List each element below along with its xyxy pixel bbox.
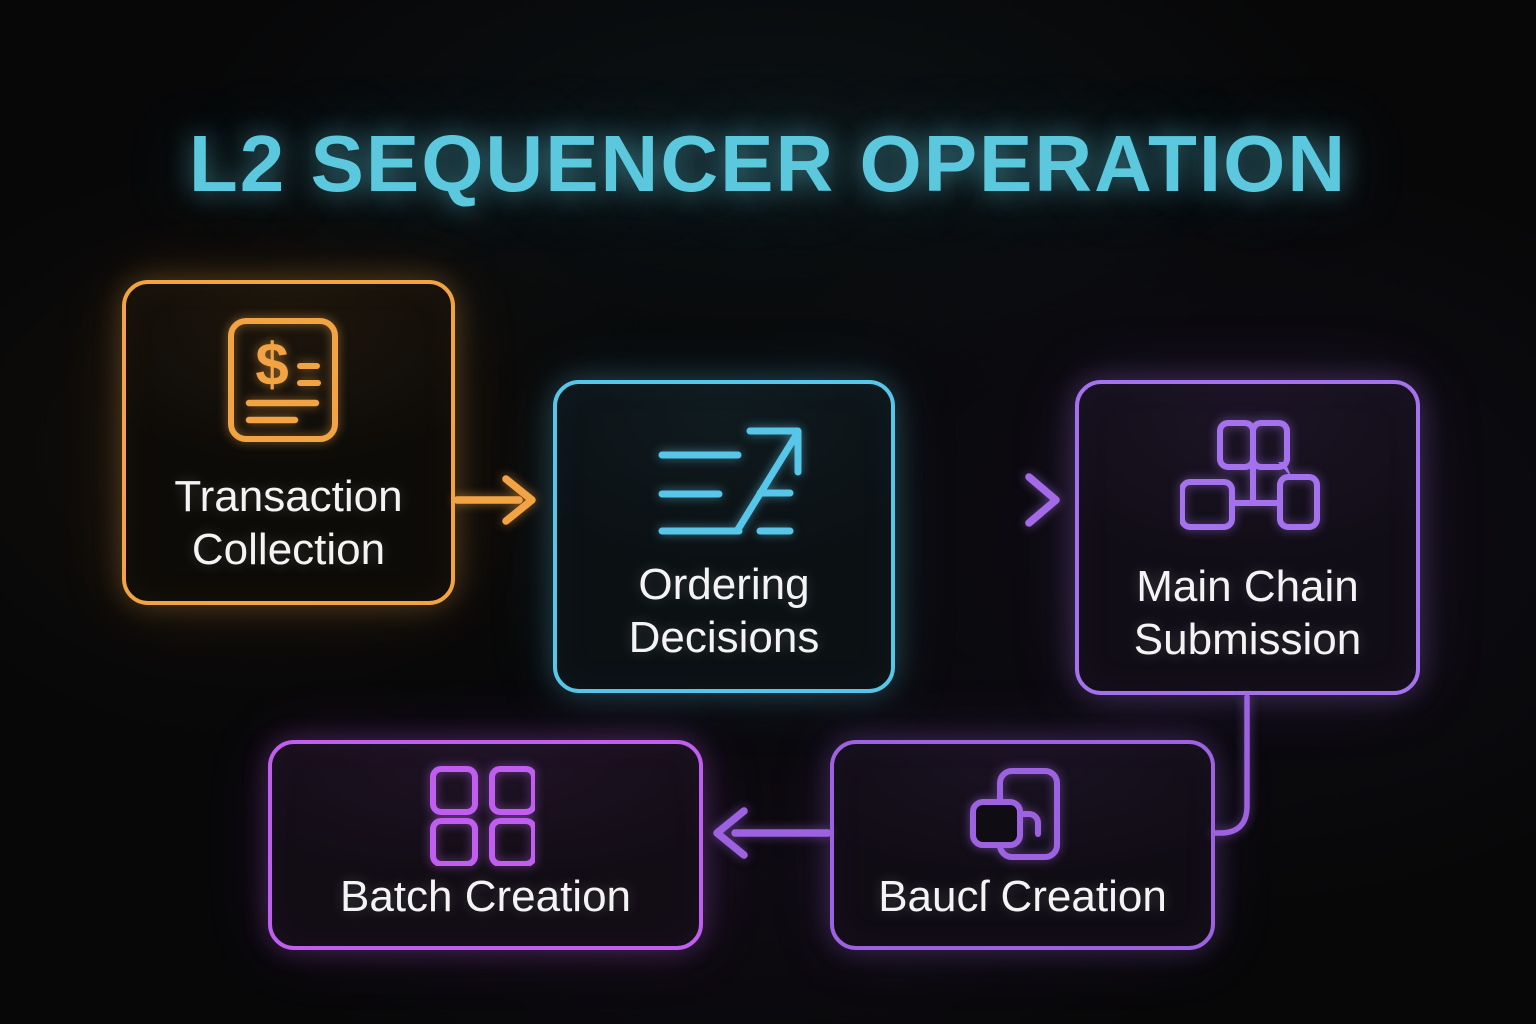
node-label: Baucſ Creation — [878, 872, 1167, 922]
node-main-chain-submission: Main Chain Submission — [1075, 380, 1420, 695]
node-label: Transaction Collection — [174, 471, 403, 575]
node-ordering-decisions: Ordering Decisions — [553, 380, 895, 693]
arrow-transaction-to-ordering — [453, 475, 536, 525]
node-label: Batch Creation — [339, 872, 632, 922]
arrow-bauch-to-batch — [713, 807, 832, 859]
chain-nodes-icon — [1180, 420, 1320, 530]
node-transaction-collection: $ Transaction Collection — [122, 280, 455, 605]
diagram-title: L2 SEQUENCER OPERATION — [188, 119, 1348, 208]
node-label: Ordering Decisions — [628, 559, 820, 663]
node-label: Main Chain Submission — [1133, 561, 1362, 665]
dollar-glyph: $ — [255, 331, 288, 398]
grid-squares-icon — [430, 766, 535, 866]
connector-mainchain-to-bauch — [1211, 694, 1250, 836]
node-bauch-creation: Baucſ Creation — [830, 740, 1215, 950]
node-batch-creation: Batch Creation — [268, 740, 703, 950]
invoice-dollar-icon: $ — [228, 318, 338, 442]
overlapping-squares-icon — [970, 768, 1060, 860]
sort-arrow-icon — [658, 427, 802, 535]
arrow-ordering-to-mainchain — [893, 473, 1060, 527]
